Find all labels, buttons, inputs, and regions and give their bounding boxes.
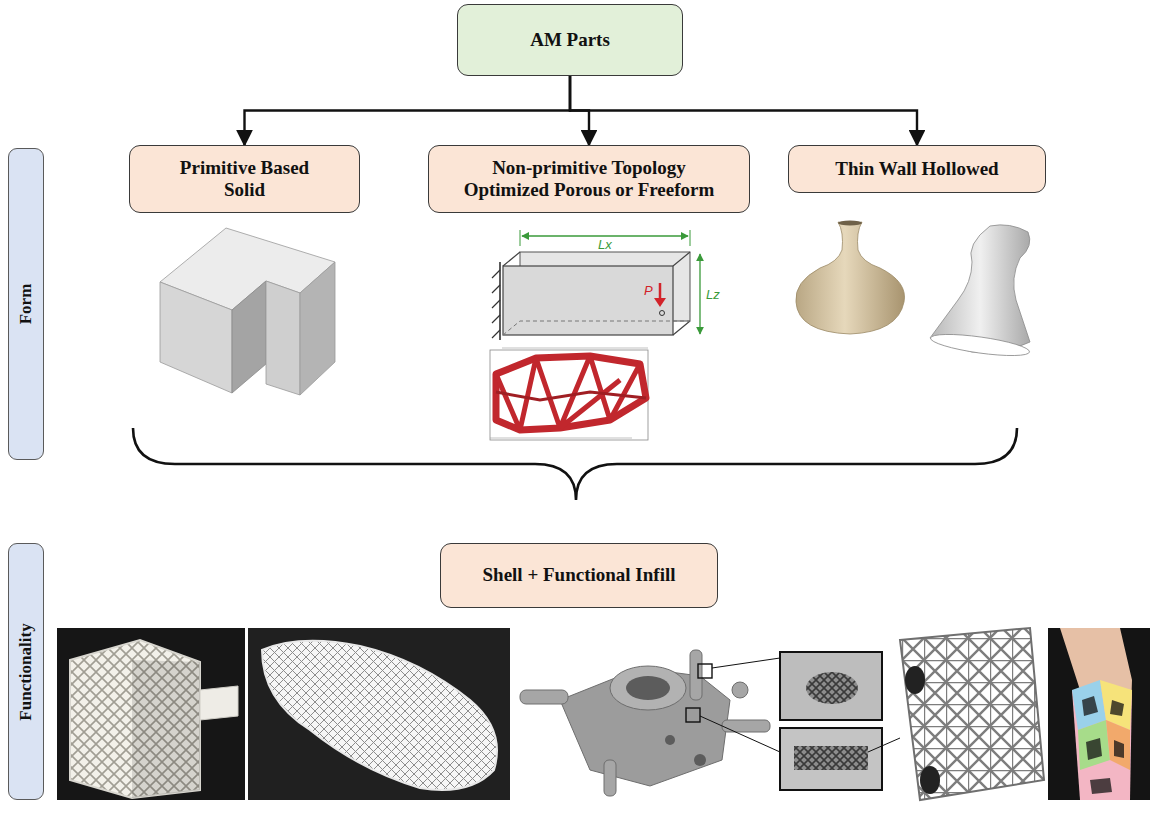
row-band: Form bbox=[8, 148, 44, 460]
grouping-brace bbox=[133, 428, 1017, 500]
topology-result-figure bbox=[490, 348, 648, 440]
box-label: AM Parts bbox=[530, 29, 610, 51]
dimension-label: Lx bbox=[598, 238, 612, 251]
primitive-solid-figure bbox=[160, 228, 335, 395]
lattice-cube-photo bbox=[57, 628, 245, 800]
wrist-cast-photo bbox=[1048, 628, 1150, 800]
infill-inset-photos bbox=[780, 652, 900, 790]
category-box: Primitive Based Solid bbox=[129, 145, 360, 213]
lattice-structure-photo bbox=[900, 628, 1044, 800]
row-band: Functionality bbox=[8, 543, 44, 800]
category-box: Non-primitive Topology Optimized Porous … bbox=[428, 145, 750, 213]
topology-domain-figure bbox=[492, 230, 700, 340]
box-label: Primitive Based Solid bbox=[162, 157, 327, 202]
branch-arrow bbox=[245, 76, 571, 145]
vase-figure bbox=[796, 221, 905, 335]
box-label: Thin Wall Hollowed bbox=[835, 158, 998, 180]
category-box: Thin Wall Hollowed bbox=[788, 145, 1046, 193]
lattice-insole-photo bbox=[248, 628, 510, 800]
function-box: Shell + Functional Infill bbox=[440, 543, 718, 608]
root-box: AM Parts bbox=[457, 4, 683, 76]
dimension-label: Lz bbox=[706, 288, 720, 301]
band-label: Form bbox=[16, 284, 36, 325]
load-label: P bbox=[644, 284, 653, 297]
sleeve-figure bbox=[929, 225, 1030, 360]
band-label: Functionality bbox=[16, 623, 36, 720]
box-label: Shell + Functional Infill bbox=[483, 564, 676, 586]
infilled-part-photo bbox=[513, 628, 780, 800]
branch-arrow bbox=[570, 76, 917, 145]
box-label: Non-primitive Topology Optimized Porous … bbox=[449, 157, 729, 202]
